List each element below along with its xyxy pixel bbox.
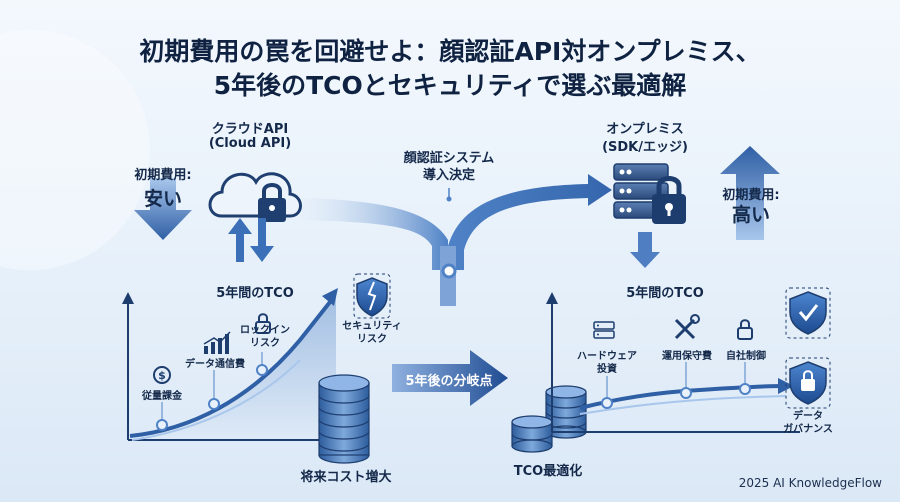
cost-low-arrow bbox=[134, 178, 192, 240]
branch-label: 5年後の分岐点 bbox=[405, 374, 493, 389]
onprem-initial-cost-label: 初期費用: bbox=[722, 188, 780, 203]
flow-to-onprem bbox=[448, 174, 612, 270]
broken-shield-icon bbox=[353, 273, 391, 319]
onprem-tco-chart bbox=[546, 292, 800, 433]
onprem-name: オンプレミス bbox=[606, 122, 684, 137]
dollar-coin-icon: $ bbox=[153, 366, 171, 384]
onprem-cost-self-control: 自社制御 bbox=[726, 351, 766, 362]
cloud-lock-icon bbox=[208, 172, 302, 222]
cloud-tco-chart bbox=[122, 288, 340, 441]
cloud-initial-cost-label: 初期費用: bbox=[134, 168, 192, 183]
onprem-cost-curve bbox=[579, 384, 787, 410]
cloud-cost-lockin-risk: ロックイン リスク bbox=[240, 325, 290, 349]
cloud-subname: (Cloud API) bbox=[208, 136, 292, 151]
onprem-tco-title: 5年間のTCO bbox=[626, 286, 704, 301]
cloud-coin-stack bbox=[318, 374, 370, 464]
hardware-icon bbox=[593, 321, 615, 339]
server-down-arrow bbox=[630, 232, 660, 268]
background-glow bbox=[0, 30, 150, 270]
cloud-cost-curve bbox=[129, 300, 332, 438]
branch-arrow bbox=[392, 350, 508, 406]
cloud-cost-data-transfer: データ通信費 bbox=[185, 359, 245, 370]
footer-credit: 2025 AI KnowledgeFlow bbox=[738, 476, 882, 490]
onprem-result: TCO最適化 bbox=[513, 464, 583, 479]
page-title-line1: 初期費用の罠を回避せよ：顔認証API対オンプレミス、 bbox=[139, 37, 761, 66]
onprem-coin-stack-tall bbox=[545, 385, 587, 439]
cloud-down-arrow bbox=[250, 218, 274, 262]
onprem-cost-maintenance: 運用保守費 bbox=[662, 351, 712, 362]
page-title-line2: 5年後のTCOとセキュリティで選ぶ最適解 bbox=[213, 71, 687, 100]
shield-lock-icon bbox=[785, 357, 831, 409]
padlock-icon bbox=[255, 313, 271, 334]
cloud-up-arrow bbox=[228, 218, 252, 262]
decision-label: 顔認証システム 導入決定 bbox=[403, 151, 495, 183]
server-lock-icon bbox=[613, 163, 686, 224]
cloud-cost-pay-per-use: 従量課金 bbox=[142, 391, 182, 402]
cloud-tco-title: 5年間のTCO bbox=[216, 286, 294, 301]
shield-check-icon bbox=[785, 287, 831, 339]
svg-text:$: $ bbox=[158, 369, 166, 382]
cloud-name: クラウドAPI bbox=[211, 122, 289, 137]
junction-point bbox=[441, 263, 457, 279]
onprem-subname: (SDK/エッジ) bbox=[602, 140, 688, 155]
tools-icon bbox=[674, 314, 700, 340]
cloud-result: 将来コスト増大 bbox=[300, 470, 392, 485]
cloud-cost-security-risk: セキュリティ リスク bbox=[342, 321, 402, 345]
padlock-icon bbox=[737, 319, 753, 340]
bar-chart-icon bbox=[203, 331, 231, 354]
onprem-cost-hardware: ハードウェア 投資 bbox=[577, 351, 637, 375]
flow-from-cloud bbox=[300, 198, 448, 270]
cost-high-arrow bbox=[720, 146, 780, 240]
onprem-cost-data-governance: データ ガバナンス bbox=[783, 411, 833, 435]
onprem-coin-stack-short bbox=[511, 415, 553, 453]
cloud-initial-cost-value: 安い bbox=[143, 188, 182, 210]
onprem-initial-cost-value: 高い bbox=[731, 204, 770, 226]
